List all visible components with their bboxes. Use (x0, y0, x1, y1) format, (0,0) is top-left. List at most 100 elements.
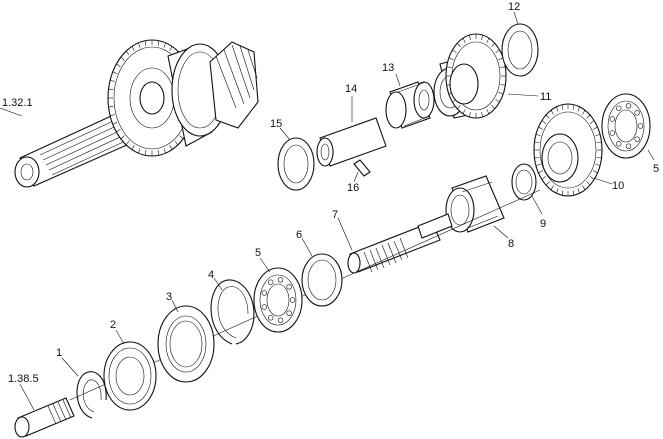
gear-tooth (495, 49, 500, 54)
gear-tooth (590, 120, 595, 124)
gear-tooth (157, 150, 160, 156)
gear-tooth (108, 105, 114, 108)
gear-tooth (545, 181, 550, 186)
bearing-ball (277, 277, 284, 283)
gear-tooth (538, 126, 544, 130)
gear-tooth (586, 114, 591, 119)
gear-tooth (561, 104, 564, 110)
label-8: 8 (508, 238, 514, 250)
leader-12 (513, 11, 519, 25)
part-13-needle-roller-bearing (385, 81, 435, 129)
leader-16 (353, 171, 359, 183)
part-1-snap-ring (76, 371, 107, 419)
bearing-ball (286, 310, 292, 316)
leader-15 (279, 127, 291, 141)
leader-8 (493, 225, 509, 239)
gear-tooth (486, 109, 490, 114)
leader-10 (593, 177, 613, 185)
label-1-38-5: 1.38.5 (8, 373, 39, 385)
gear-tooth (112, 121, 118, 125)
gear-tooth (120, 56, 125, 61)
gear-tooth (550, 185, 554, 190)
gear-tooth (577, 106, 580, 112)
gear-tooth (174, 140, 179, 146)
part-9-snap-ring (511, 163, 537, 201)
gear-tooth (498, 57, 504, 61)
gear-tooth (500, 83, 506, 86)
bearing-ball (261, 290, 268, 296)
gear-tooth (582, 110, 586, 115)
leader-6 (301, 237, 313, 257)
gear-tooth (481, 112, 483, 118)
label-13: 13 (382, 62, 394, 74)
gear-tooth (131, 46, 135, 51)
gear-tooth (144, 150, 147, 156)
bearing-ball (609, 130, 616, 136)
gear-tooth (577, 188, 580, 194)
gear-tooth (108, 88, 114, 91)
gear-tooth (491, 42, 495, 48)
gear-tooth (582, 185, 586, 190)
gear-tooth (469, 112, 471, 118)
gear-tooth (498, 91, 504, 95)
gear-tooth (163, 42, 166, 48)
gear-tooth (116, 63, 121, 68)
gear-tooth (116, 128, 121, 133)
part-11-gear (433, 33, 507, 119)
gear-tooth (486, 38, 490, 43)
gear-tooth (590, 176, 595, 180)
part-7-shaft (347, 213, 453, 274)
gear-tooth (586, 181, 591, 186)
leader-11 (507, 93, 539, 97)
bearing-ball (289, 297, 296, 303)
gear-tooth (556, 106, 559, 112)
part-8-needle-bearing-cage (445, 175, 505, 233)
part-4-circlip (210, 279, 255, 345)
part-10-gear (533, 103, 603, 197)
bearing-ball (634, 110, 640, 116)
bearing-ball (625, 143, 632, 149)
gear-tooth (534, 141, 540, 144)
bearing-ball (637, 123, 644, 129)
label-14: 14 (345, 83, 357, 95)
bearing-ball (616, 141, 622, 147)
gear-tooth (457, 42, 461, 48)
gear-tooth (541, 120, 546, 124)
label-15: 15 (270, 118, 282, 130)
leader-1 (61, 357, 79, 377)
gear-tooth (452, 49, 457, 54)
bearing-ball (625, 103, 632, 109)
leader-3 (171, 299, 179, 313)
gear-tooth (462, 38, 466, 43)
bearing-ball (268, 279, 274, 285)
gear-tooth (125, 140, 130, 146)
gear-tooth (179, 135, 184, 140)
leader-4 (213, 277, 223, 291)
gear-tooth (550, 110, 554, 115)
gear-tooth (169, 145, 173, 150)
label-4: 4 (208, 269, 214, 281)
gear-tooth (538, 170, 544, 174)
gear-tooth (592, 170, 598, 174)
bearing-ball (261, 304, 268, 310)
part-6-thrust-washer (301, 253, 343, 307)
label-10: 10 (612, 180, 624, 192)
output-shaft-assembly (14, 397, 75, 438)
label-1-32-1: 1.32.1 (2, 97, 33, 109)
gear-tooth (169, 46, 173, 51)
label-12: 12 (508, 1, 520, 13)
gear-tooth (157, 40, 160, 46)
gear-tooth (491, 104, 495, 110)
gear-tooth (446, 66, 452, 69)
gear-tooth (561, 190, 564, 196)
label-6: 6 (296, 229, 302, 241)
gear-tooth (481, 34, 483, 40)
gear-tooth (545, 114, 550, 119)
gear-tooth (535, 163, 541, 167)
bearing-ball (616, 105, 622, 111)
label-1: 1 (56, 347, 62, 359)
input-shaft-assembly (14, 39, 259, 188)
bearing-ball (634, 136, 640, 142)
part-12-thrust-washer (501, 23, 539, 77)
part-16-pin (353, 159, 371, 177)
